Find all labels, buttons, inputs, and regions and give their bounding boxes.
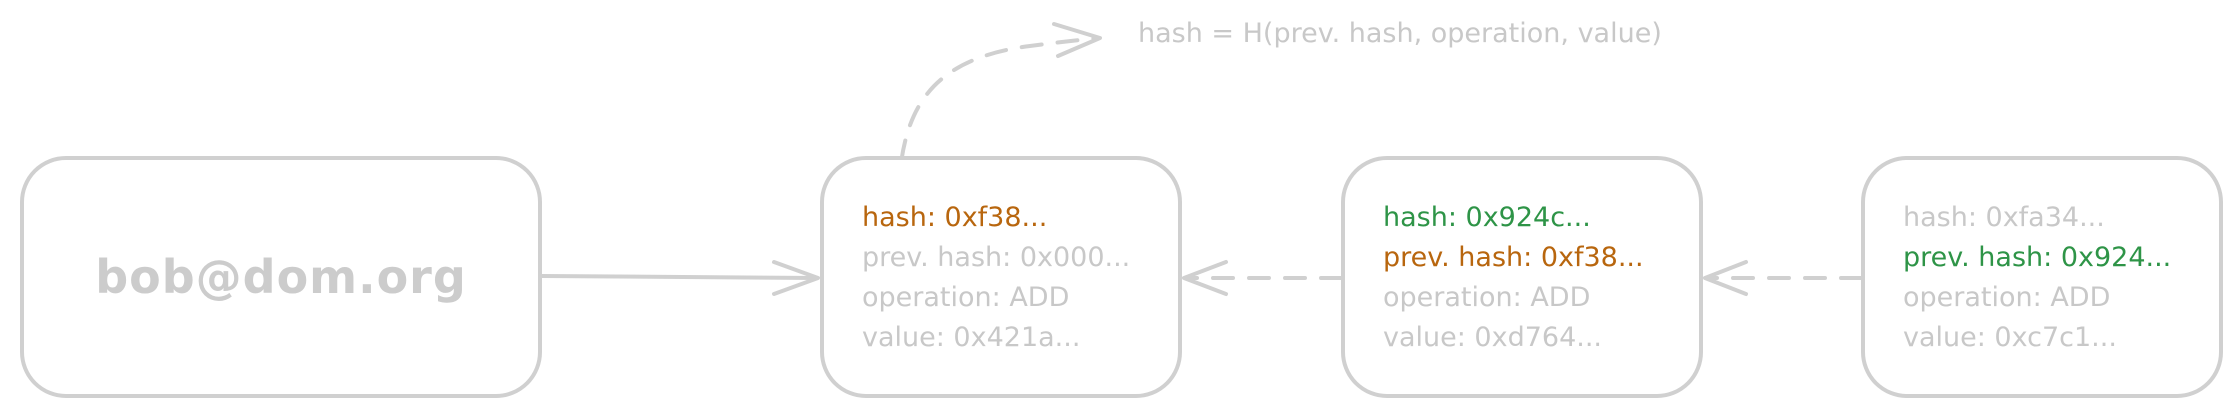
block-3-hash: hash: 0xfa34...: [1903, 202, 2105, 233]
hash-formula-annotation: hash = H(prev. hash, operation, value): [1138, 18, 1662, 49]
block-1-hash: hash: 0xf38...: [862, 202, 1048, 233]
identity-box: bob@dom.org: [20, 156, 542, 398]
block-1-operation: operation: ADD: [862, 282, 1070, 313]
block-3: hash: 0xfa34... prev. hash: 0x924... ope…: [1861, 156, 2223, 398]
block-1-prev-hash: prev. hash: 0x000...: [862, 242, 1131, 273]
block-3-value: value: 0xc7c1...: [1903, 322, 2117, 353]
block-2-value: value: 0xd764...: [1383, 322, 1603, 353]
block-2-prev-hash: prev. hash: 0xf38...: [1383, 242, 1644, 273]
block3-to-block2-arrow: [1703, 260, 1863, 296]
annotation-arrow: [896, 22, 1102, 198]
block-3-operation: operation: ADD: [1903, 282, 2111, 313]
block-2-hash: hash: 0x924c...: [1383, 202, 1591, 233]
block-2-operation: operation: ADD: [1383, 282, 1591, 313]
block2-to-block1-arrow: [1182, 260, 1343, 296]
block-1-value: value: 0x421a...: [862, 322, 1081, 353]
block-3-prev-hash: prev. hash: 0x924...: [1903, 242, 2172, 273]
identity-label: bob@dom.org: [95, 250, 467, 304]
block-1: hash: 0xf38... prev. hash: 0x000... oper…: [820, 156, 1182, 398]
identity-to-block1-arrow: [540, 260, 820, 296]
block-2: hash: 0x924c... prev. hash: 0xf38... ope…: [1341, 156, 1703, 398]
